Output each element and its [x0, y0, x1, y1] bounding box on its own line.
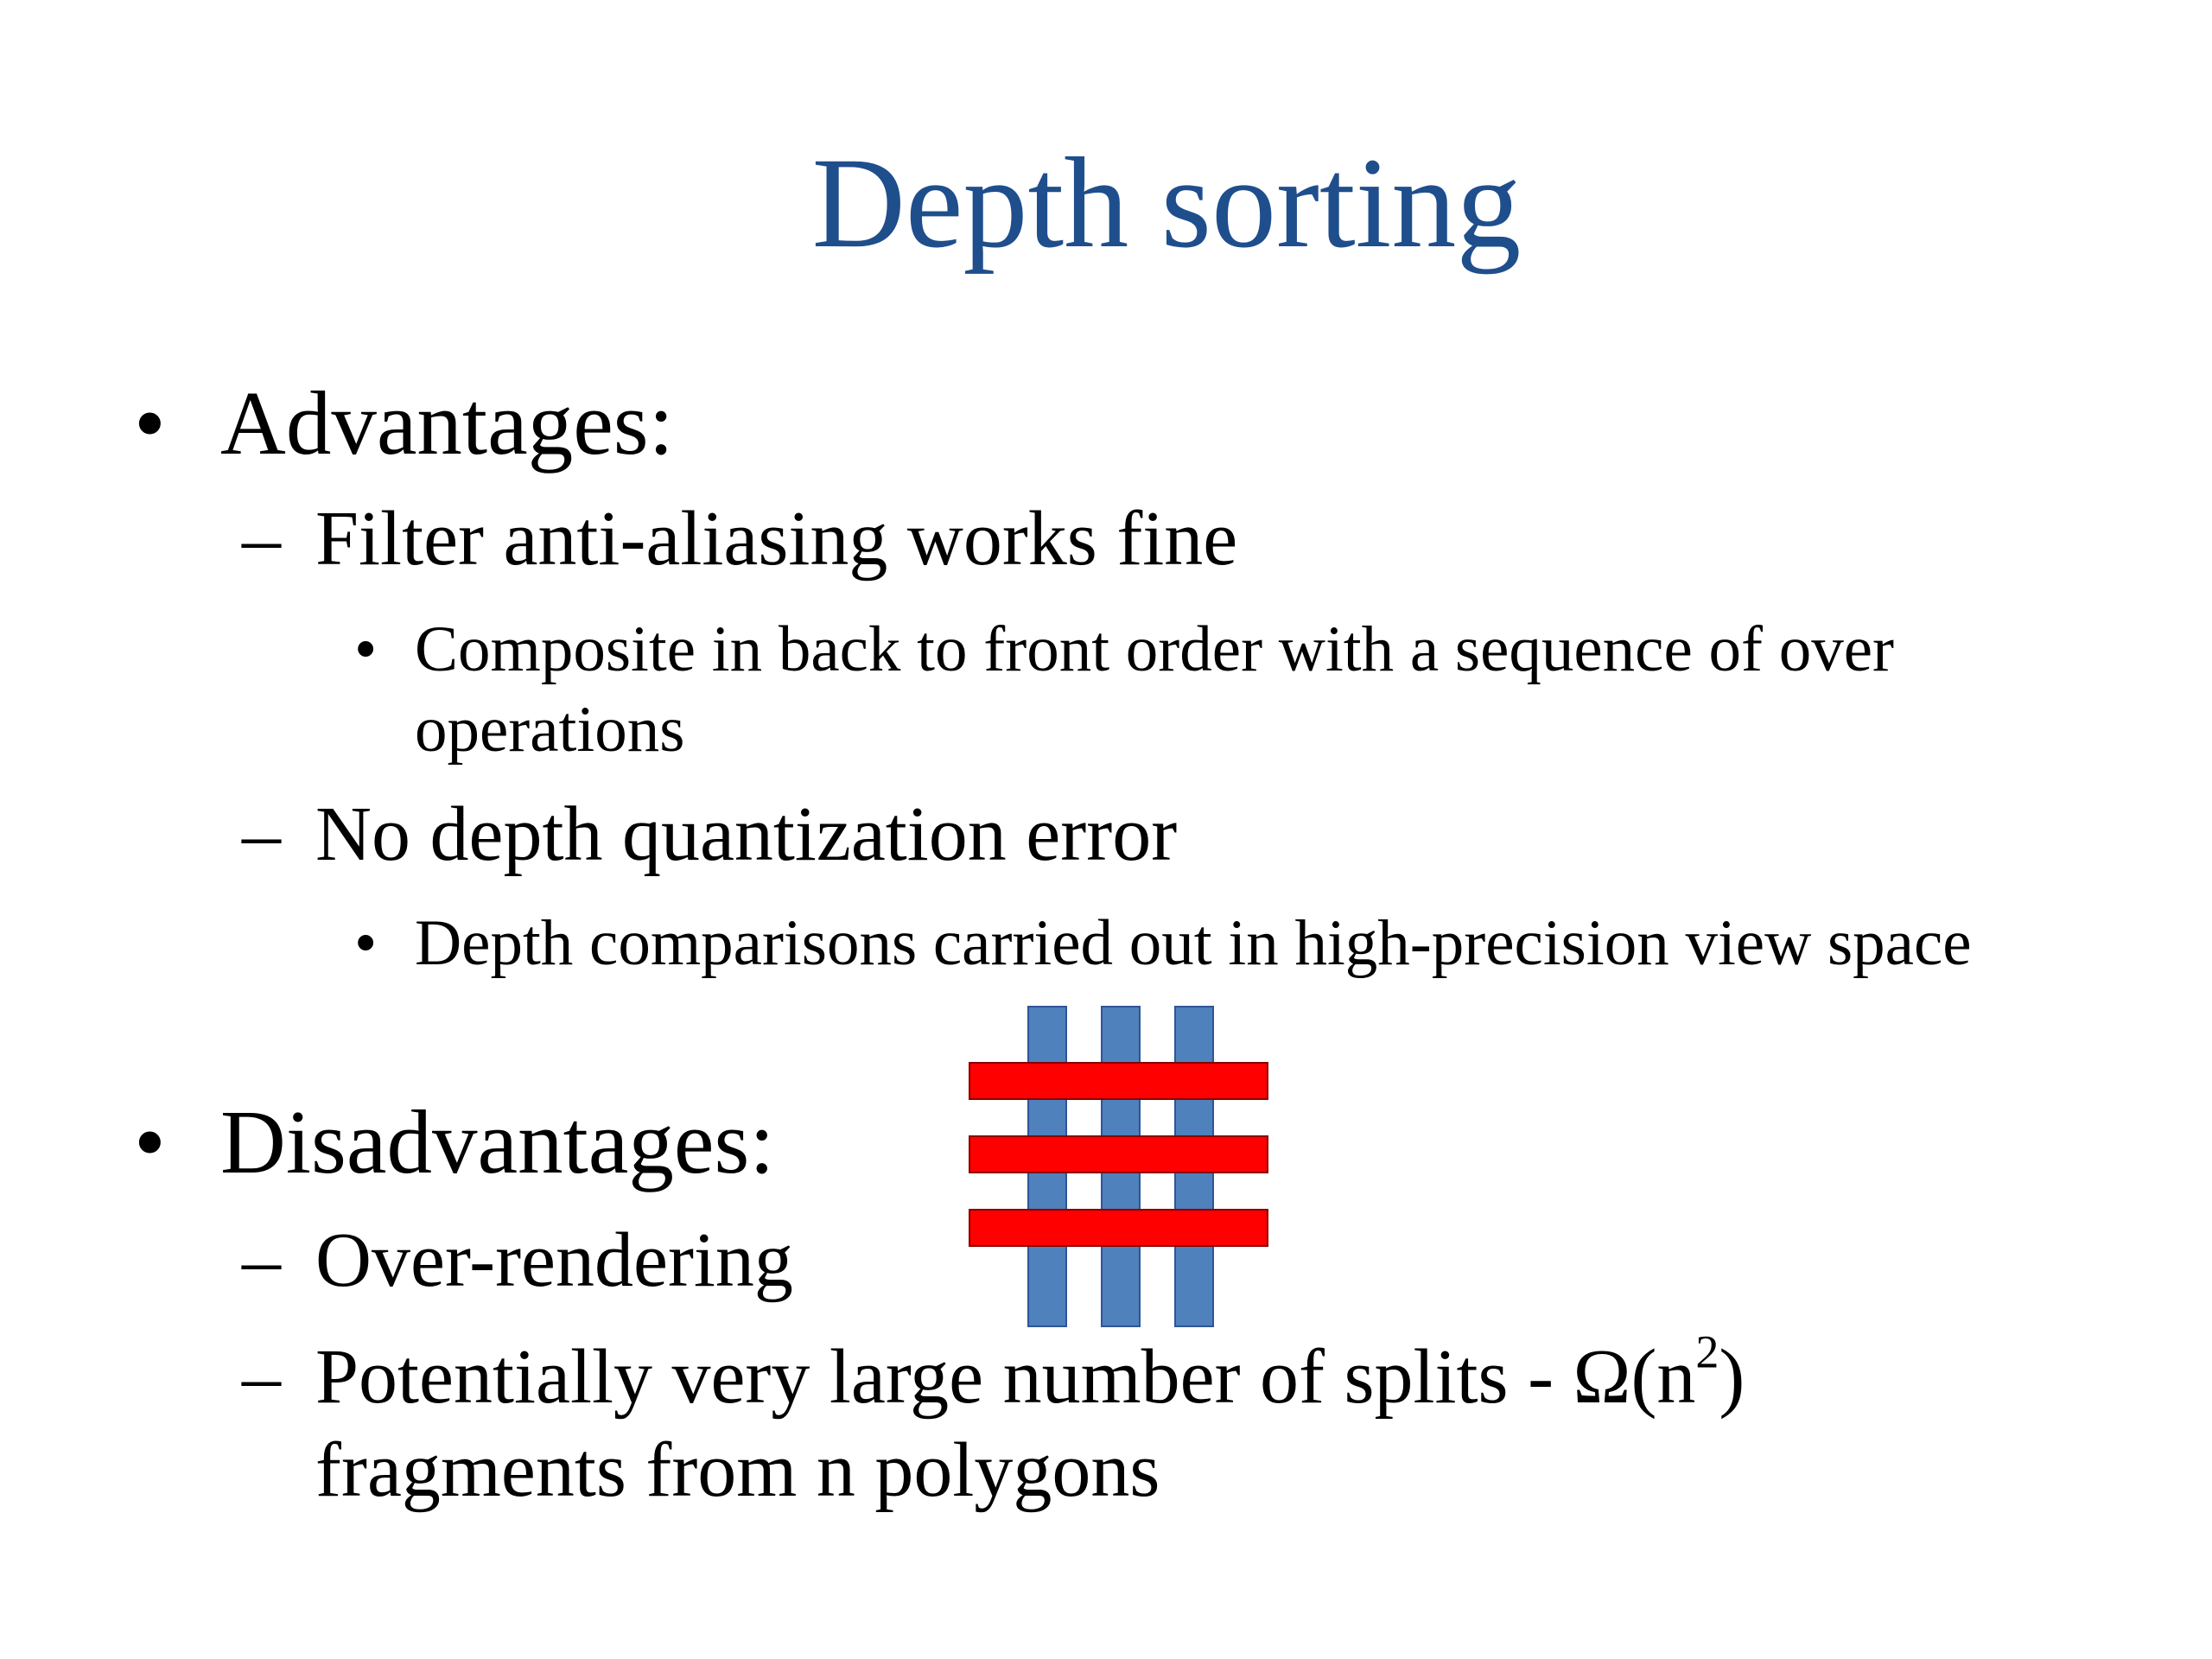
dash-marker: –	[242, 496, 281, 582]
disadvantages-heading: Disadvantages:	[220, 1091, 775, 1192]
sub-bullet-marker: •	[354, 907, 378, 979]
advantages-heading: Advantages:	[220, 372, 674, 474]
sub-bullet-marker: •	[354, 613, 378, 685]
dash-marker: –	[242, 791, 281, 877]
disadvantage-item-1-text: Over-rendering	[315, 1217, 793, 1303]
advantage-item-1-text: Filter anti-aliasing works fine	[315, 496, 1238, 582]
horizontal-bar	[969, 1209, 1268, 1247]
bullet-marker: •	[134, 1091, 166, 1192]
dash-marker: –	[242, 1217, 281, 1303]
horizontal-bar	[969, 1062, 1268, 1100]
horizontal-bars	[969, 1062, 1268, 1247]
woven-bars-figure	[969, 1006, 1268, 1327]
disadvantage-item-2-text: Potentially very large number of splits …	[315, 1329, 1745, 1424]
advantage-item-2-sub-text: Depth comparisons carried out in high-pr…	[415, 907, 1972, 979]
advantage-item-1-sub-text: Composite in back to front order with a …	[415, 613, 1894, 766]
disadvantage-item-2-text-close: )	[1719, 1334, 1745, 1420]
horizontal-bar	[969, 1135, 1268, 1173]
dash-marker: –	[242, 1334, 281, 1420]
advantage-item-2-text: No depth quantization error	[315, 791, 1178, 877]
slide-title: Depth sorting	[811, 131, 1522, 275]
bullet-marker: •	[134, 372, 166, 474]
disadvantage-item-2-text-main: Potentially very large number of splits …	[315, 1334, 1696, 1420]
superscript-two: 2	[1695, 1325, 1719, 1378]
disadvantage-item-2-line2-text: fragments from n polygons	[315, 1427, 1160, 1513]
